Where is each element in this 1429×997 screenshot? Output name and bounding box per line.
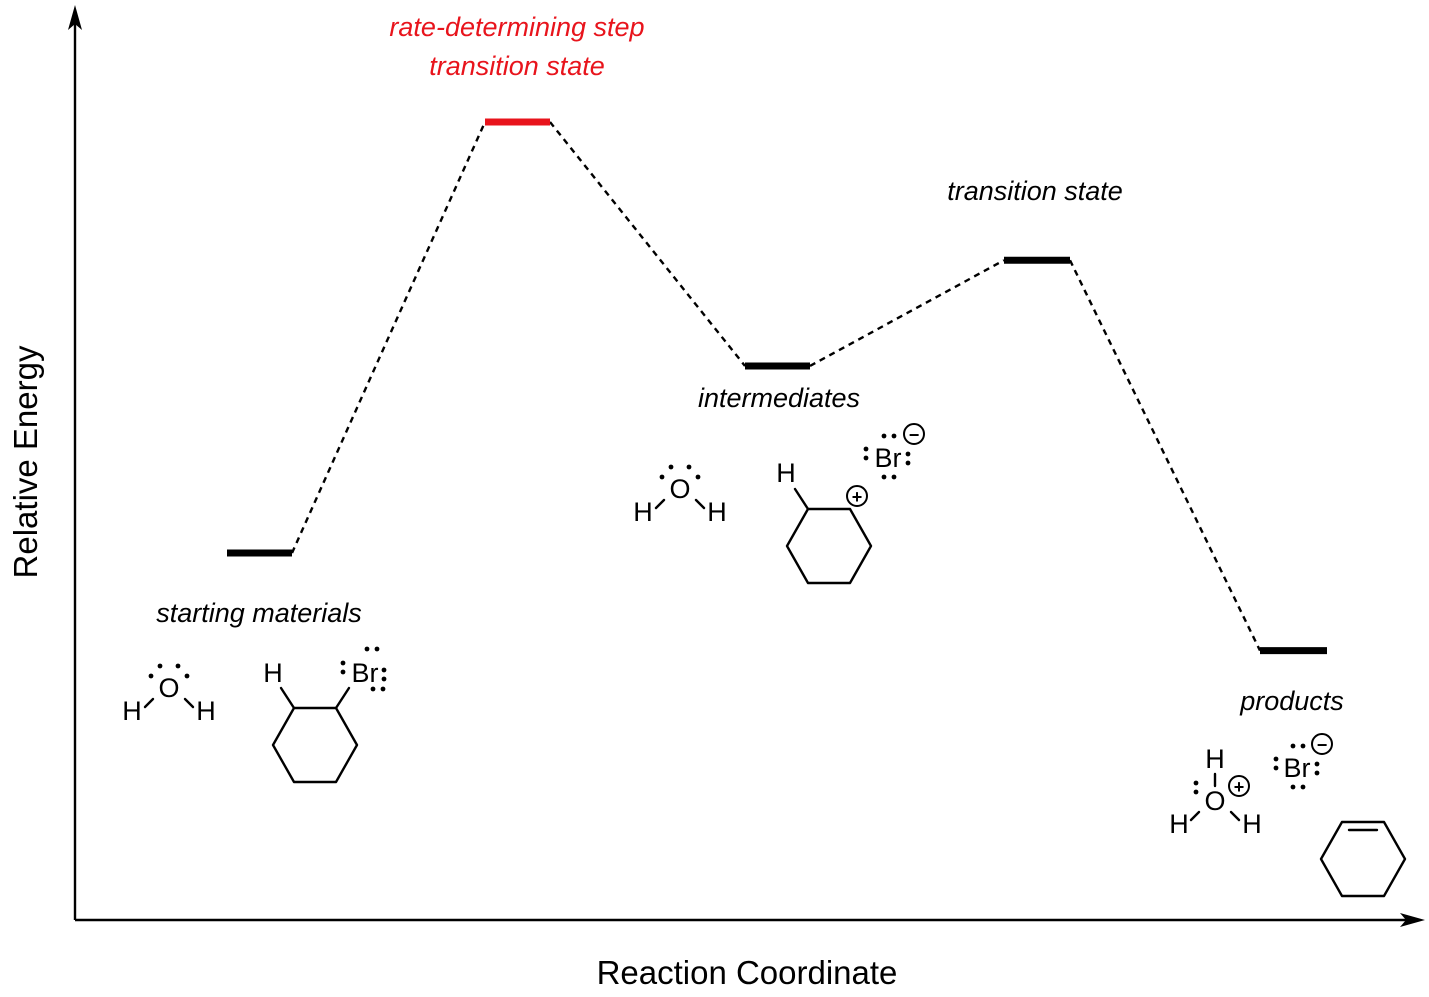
- axes: [68, 5, 1425, 927]
- water-oxygen: O: [158, 673, 179, 703]
- water-hydrogen-left: H: [122, 696, 142, 726]
- energy-path: [290, 121, 1262, 652]
- negative-charge-symbol: −: [1317, 735, 1328, 755]
- hydronium-lone-pair: [1193, 780, 1199, 795]
- x-axis-title: Reaction Coordinate: [597, 954, 898, 991]
- energy-path-segment: [549, 121, 746, 367]
- rds-label-line2: transition state: [429, 51, 605, 81]
- energy-path-segment: [290, 121, 487, 554]
- energy-path-segment: [809, 259, 1005, 368]
- bromine-lone-pairs: [340, 646, 387, 692]
- negative-charge-symbol: −: [909, 425, 920, 445]
- energy-path-segment: [1068, 259, 1262, 652]
- bromide-symbol: Br: [1284, 753, 1311, 783]
- negative-charge-icon: [1311, 733, 1333, 755]
- y-axis-title: Relative Energy: [7, 345, 44, 578]
- bromocyclohexane-bromine: Br: [352, 658, 379, 688]
- x-axis-arrowhead: [1400, 913, 1425, 927]
- bromocyclohexane-hydrogen: H: [263, 658, 283, 688]
- cyclohexene-molecule: [1319, 820, 1407, 898]
- bromide-symbol: Br: [875, 443, 902, 473]
- positive-charge-symbol: +: [1234, 777, 1245, 797]
- products-label: products: [1239, 686, 1344, 716]
- negative-charge-icon: [903, 423, 925, 445]
- positive-charge-symbol: +: [852, 487, 863, 507]
- carbocation-molecule: H +: [776, 458, 873, 585]
- carbocation-hydrogen: H: [776, 458, 796, 488]
- positive-charge-icon: [846, 485, 868, 507]
- hydronium-oxygen: O: [1204, 786, 1225, 816]
- water-molecule-start: O H H: [122, 663, 216, 726]
- starting-materials-label: starting materials: [156, 598, 362, 628]
- lone-pair-dots: [659, 464, 701, 480]
- water-hydrogen-right: H: [196, 696, 216, 726]
- hydronium-hydrogen-top: H: [1205, 744, 1225, 774]
- bromide-ion-product: Br −: [1273, 733, 1333, 790]
- positive-charge-icon: [1228, 775, 1250, 797]
- lone-pair-dots: [148, 663, 190, 679]
- hydronium-hydrogen-right: H: [1242, 809, 1262, 839]
- rds-label-line1: rate-determining step: [389, 12, 644, 42]
- y-axis-arrowhead: [68, 5, 82, 30]
- hydronium-ion: H O H H +: [1169, 744, 1262, 839]
- transition-state-label: transition state: [947, 176, 1123, 206]
- water-oxygen: O: [669, 474, 690, 504]
- bromide-lone-pairs: [863, 433, 911, 480]
- bromide-lone-pairs: [1273, 743, 1320, 790]
- water-hydrogen-right: H: [707, 497, 727, 527]
- water-molecule-intermediate: O H H: [633, 464, 727, 527]
- hydronium-hydrogen-left: H: [1169, 809, 1189, 839]
- intermediates-label: intermediates: [698, 383, 860, 413]
- bromide-ion-intermediate: Br −: [863, 423, 925, 480]
- water-hydrogen-left: H: [633, 497, 653, 527]
- energy-levels: [227, 118, 1327, 655]
- bromocyclohexane-molecule: H Br: [263, 646, 387, 784]
